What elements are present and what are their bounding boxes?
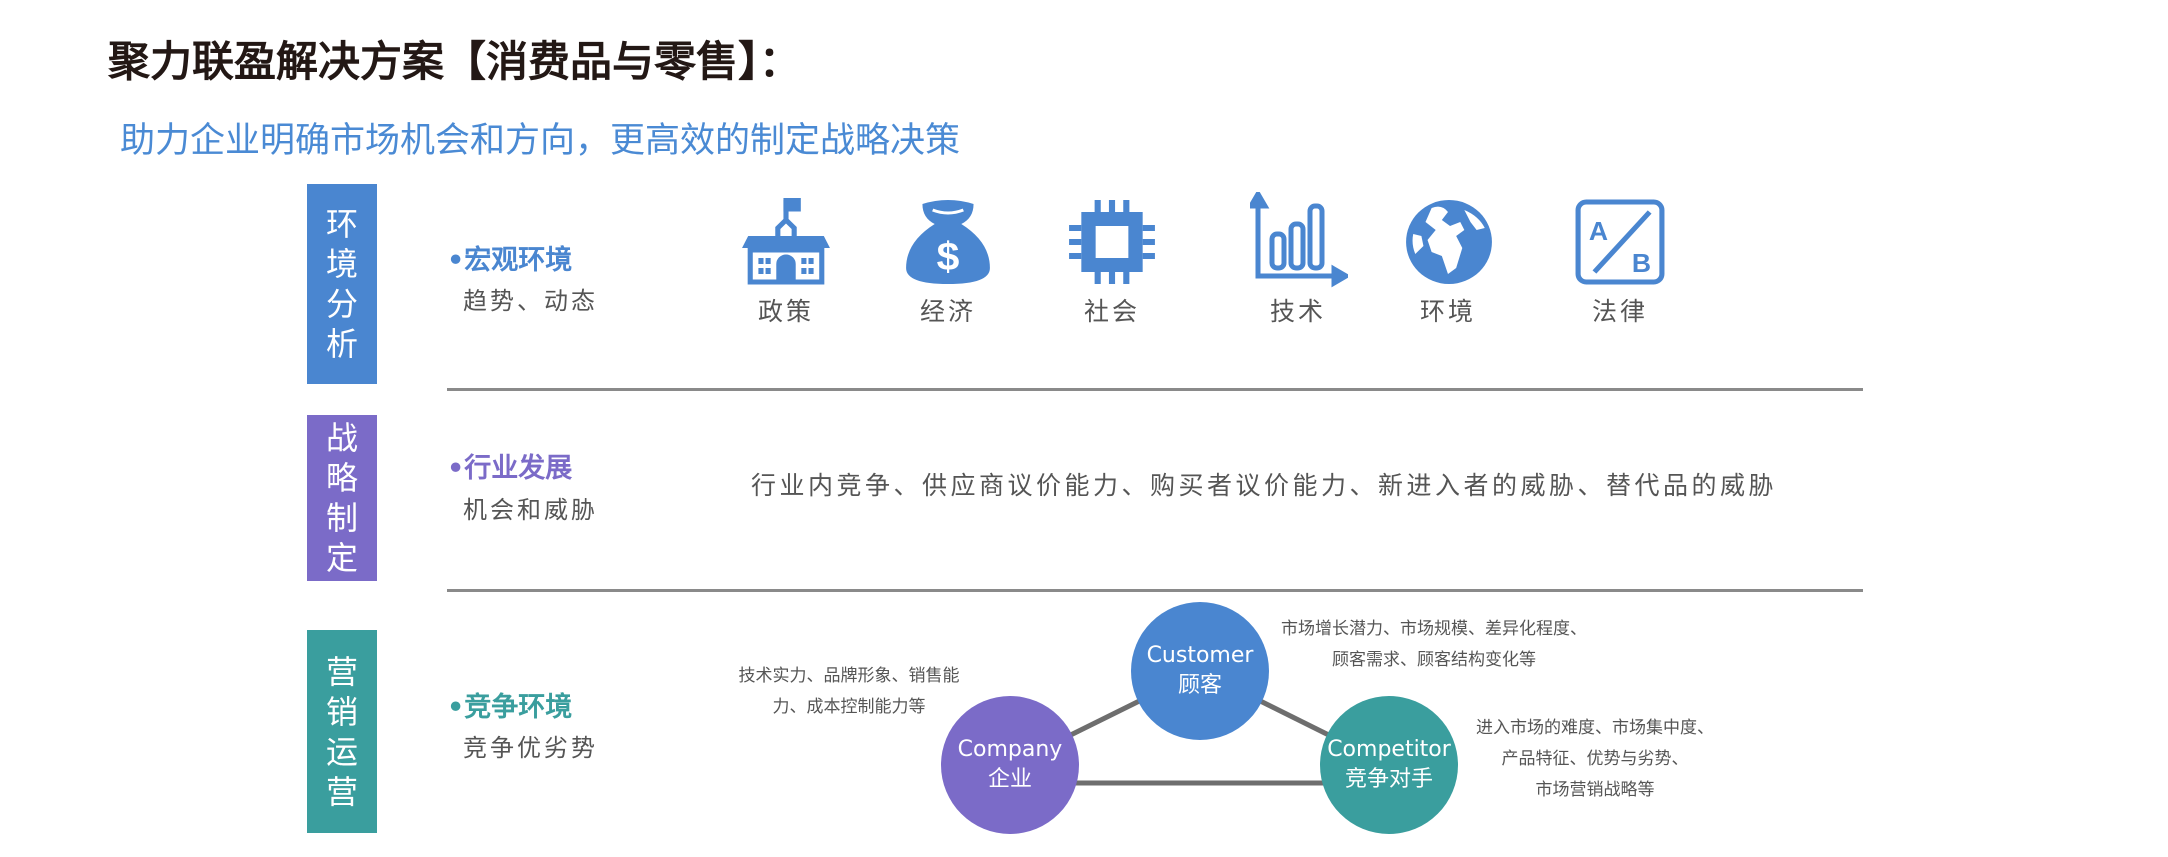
customer-node: Customer 顾客 xyxy=(1131,602,1269,740)
company-node: Company 企业 xyxy=(941,696,1079,834)
svg-text:B: B xyxy=(1632,248,1651,278)
section-heading: •宏观环境 xyxy=(447,245,573,276)
bar-char: 析 xyxy=(325,325,358,363)
section-subheading: 机会和威胁 xyxy=(463,496,598,524)
bar-chart-icon xyxy=(1246,189,1351,288)
bar-char: 制 xyxy=(325,499,358,537)
icon-label-society: 社会 xyxy=(1083,297,1140,326)
node-label-en: Company xyxy=(957,737,1063,762)
chip-icon xyxy=(1066,198,1158,286)
section-bar-environment: 环境分析 xyxy=(307,184,377,384)
competitor-node: Competitor 竞争对手 xyxy=(1320,696,1458,834)
bar-char: 定 xyxy=(325,539,358,577)
note-line: 力、成本控制能力等 xyxy=(772,697,926,717)
money-bag-icon: $ xyxy=(902,198,994,286)
competitor-note: 进入市场的难度、市场集中度、 产品特征、优势与劣势、 市场营销战略等 xyxy=(1476,713,1714,806)
node-label-cn: 顾客 xyxy=(1177,673,1222,698)
note-line: 产品特征、优势与劣势、 xyxy=(1501,749,1689,769)
divider xyxy=(447,388,1863,391)
bar-char: 营 xyxy=(325,772,358,811)
bar-char: 运 xyxy=(325,732,358,771)
bar-char: 略 xyxy=(325,459,358,497)
divider xyxy=(447,589,1863,592)
node-label-en: Customer xyxy=(1146,643,1254,668)
school-building-icon xyxy=(740,197,832,286)
note-line: 市场营销战略等 xyxy=(1535,780,1655,800)
globe-icon xyxy=(1403,198,1495,286)
company-note: 技术实力、品牌形象、销售能 力、成本控制能力等 xyxy=(739,661,960,723)
bar-char: 战 xyxy=(325,419,358,457)
icon-label-economy: 经济 xyxy=(919,297,976,326)
section-heading: •竞争环境 xyxy=(447,692,573,723)
bar-char: 境 xyxy=(325,245,358,283)
bar-char: 销 xyxy=(325,692,358,731)
icon-label-law: 法律 xyxy=(1591,297,1648,326)
section-subheading: 竞争优劣势 xyxy=(463,734,598,762)
node-label-en: Competitor xyxy=(1327,737,1451,762)
section-bar-strategy: 战略制定 xyxy=(307,415,377,581)
note-line: 技术实力、品牌形象、销售能 xyxy=(738,666,960,686)
page-title: 聚力联盈解决方案【消费品与零售】： xyxy=(108,37,802,86)
note-line: 顾客需求、顾客结构变化等 xyxy=(1332,650,1536,670)
customer-note: 市场增长潜力、市场规模、差异化程度、 顾客需求、顾客结构变化等 xyxy=(1281,614,1587,676)
five-forces-text: 行业内竞争、供应商议价能力、购买者议价能力、新进入者的威胁、替代品的威胁 xyxy=(751,471,1778,500)
page-subtitle: 助力企业明确市场机会和方向，更高效的制定战略决策 xyxy=(120,121,961,161)
bar-char: 营 xyxy=(325,652,358,691)
bar-char: 分 xyxy=(325,285,358,323)
section-subheading: 趋势、动态 xyxy=(463,287,598,315)
node-label-cn: 企业 xyxy=(987,767,1032,792)
section-bar-marketing: 营销运营 xyxy=(307,630,377,833)
icon-label-policy: 政策 xyxy=(757,297,814,326)
note-line: 进入市场的难度、市场集中度、 xyxy=(1476,718,1714,738)
icon-label-technology: 技术 xyxy=(1269,297,1326,326)
bar-char: 环 xyxy=(325,205,358,243)
svg-text:$: $ xyxy=(937,233,960,278)
node-label-cn: 竞争对手 xyxy=(1344,767,1433,792)
note-line: 市场增长潜力、市场规模、差异化程度、 xyxy=(1281,619,1587,639)
icon-label-environment: 环境 xyxy=(1419,297,1476,326)
section-heading: •行业发展 xyxy=(447,453,573,484)
svg-text:A: A xyxy=(1589,216,1608,246)
